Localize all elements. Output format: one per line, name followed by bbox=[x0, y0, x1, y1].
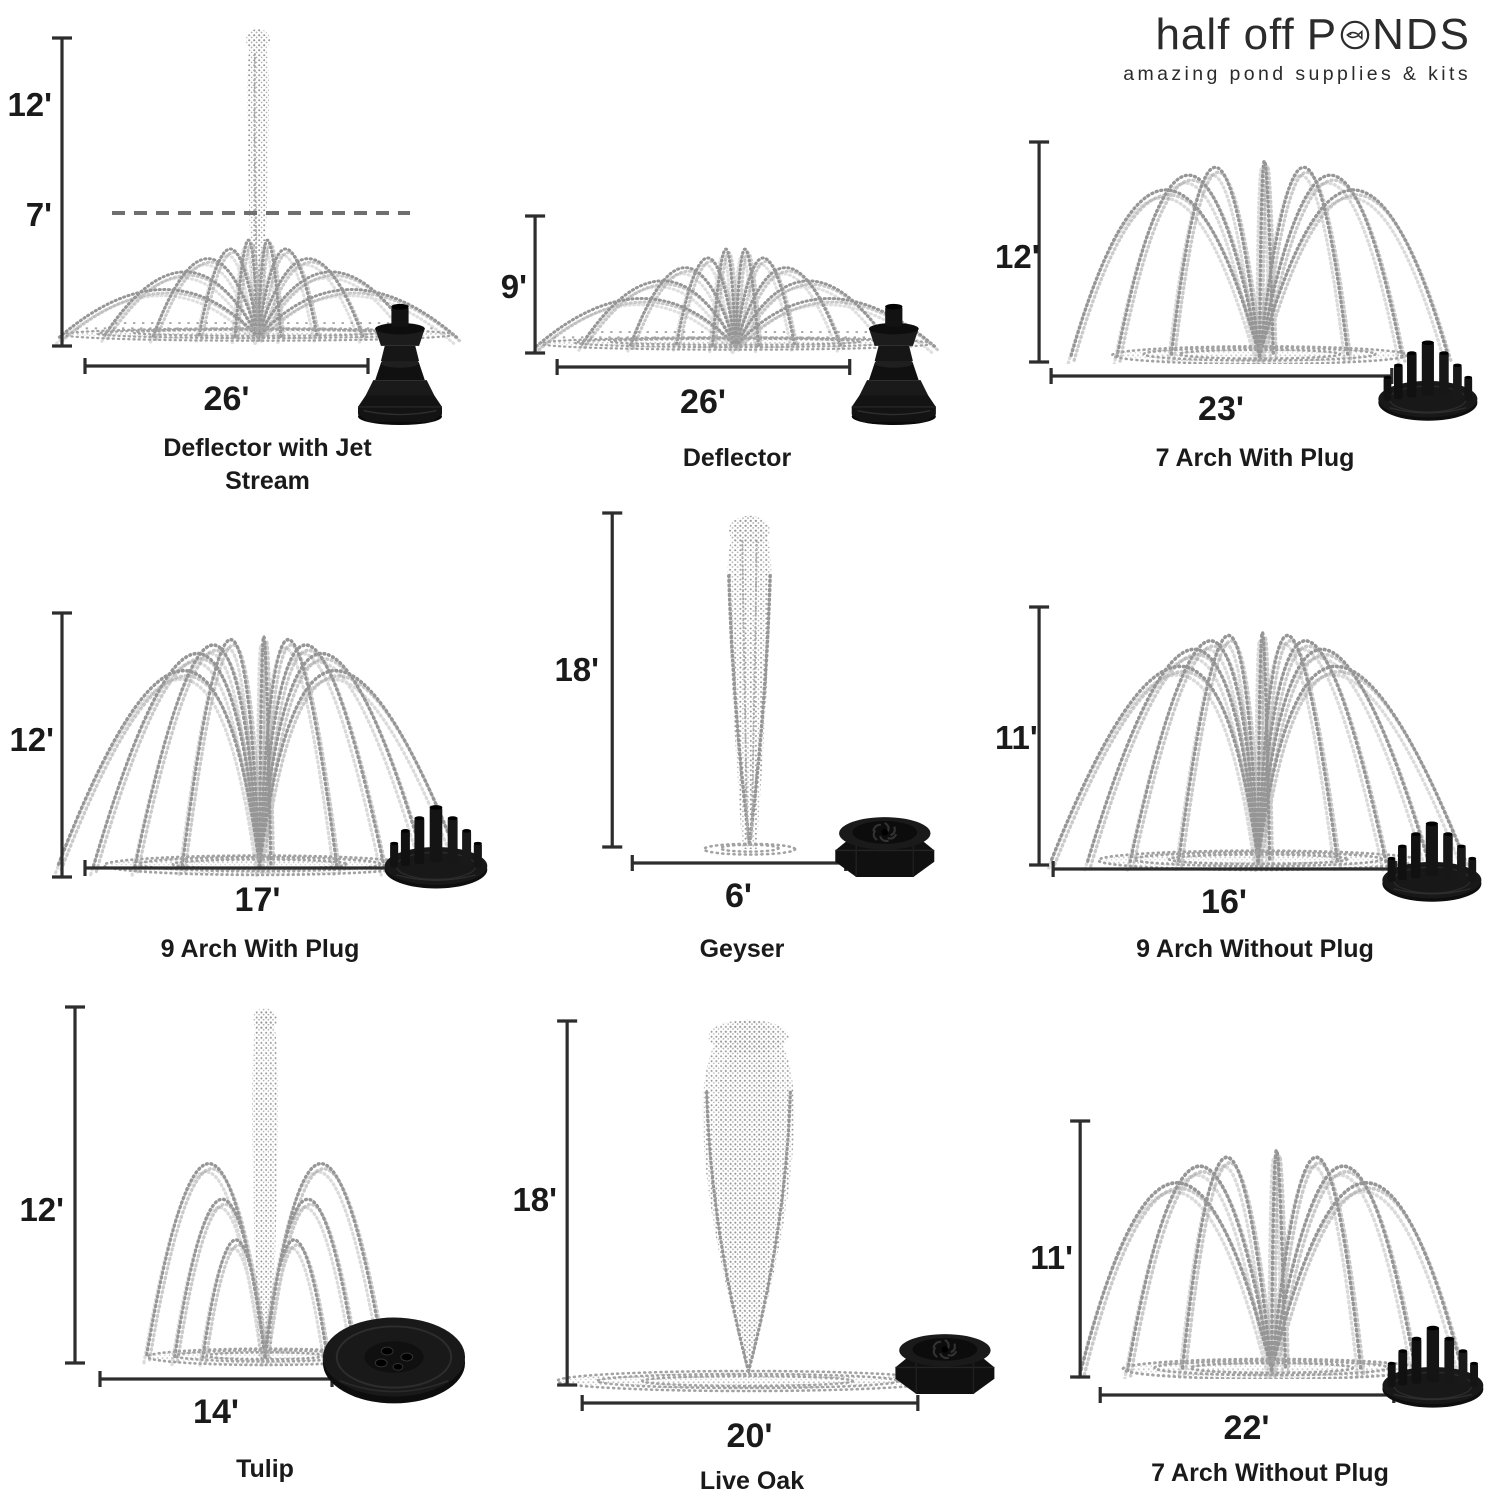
fish-in-o-icon bbox=[1338, 18, 1372, 52]
fountain-name: Live Oak bbox=[699, 1467, 805, 1495]
arch7-spray-diagram bbox=[1070, 1119, 1485, 1409]
spray-pattern bbox=[1048, 632, 1468, 870]
live-oak-spray-diagram bbox=[555, 1018, 995, 1411]
height-label: 18' bbox=[512, 1181, 557, 1218]
width-label: 16' bbox=[1201, 883, 1247, 921]
flat-disc-nozzle-image bbox=[321, 1316, 467, 1405]
width-dimension-line bbox=[555, 359, 852, 375]
width-dimension-line bbox=[98, 1371, 334, 1387]
fountain-name: Deflector bbox=[682, 444, 792, 472]
brand-name-rest: NDS bbox=[1372, 10, 1471, 59]
spray-pattern bbox=[702, 513, 797, 857]
panel-tulip: 12' 14' Tulip bbox=[0, 985, 497, 1500]
mid-height-label: 7' bbox=[25, 196, 52, 233]
height-dimension-line bbox=[52, 36, 72, 348]
height-label: 12' bbox=[7, 86, 52, 123]
ground-mist bbox=[555, 1369, 940, 1393]
arch7-spray-diagram bbox=[1029, 140, 1479, 422]
fountain-name: 9 Arch Without Plug bbox=[1136, 935, 1374, 963]
spray-pattern bbox=[701, 1018, 796, 1379]
deflector-spray-diagram bbox=[525, 214, 995, 426]
panel-9-arch-with-plug: 12' 17' 9 Arch With Plug bbox=[0, 495, 497, 985]
multi-tier-nozzle-image bbox=[383, 804, 489, 890]
brand-tagline: amazing pond supplies & kits bbox=[1123, 63, 1471, 85]
width-dimension-line bbox=[1049, 368, 1394, 384]
height-label: 12' bbox=[995, 238, 1040, 275]
height-dimension-line bbox=[1029, 140, 1050, 364]
width-dimension-line bbox=[580, 1395, 920, 1411]
fountain-name: 7 Arch With Plug bbox=[1155, 444, 1355, 472]
width-label: 14' bbox=[193, 1393, 239, 1431]
width-dimension-line bbox=[1098, 1387, 1396, 1403]
height-label: 11' bbox=[995, 719, 1038, 756]
height-dimension-line bbox=[65, 1005, 85, 1365]
panel-deflector: 9' 26' Deflector bbox=[497, 0, 995, 495]
width-label: 23' bbox=[1198, 390, 1244, 428]
width-dimension-line bbox=[630, 855, 848, 871]
width-label: 20' bbox=[726, 1417, 773, 1455]
panel-7-arch-without-plug: 11' 22' 7 Arch Without Plug bbox=[995, 985, 1493, 1500]
height-dimension-line bbox=[525, 214, 546, 355]
brand-name-p: P bbox=[1306, 10, 1339, 59]
height-dimension-line bbox=[557, 1019, 578, 1387]
height-dimension-line bbox=[1070, 1119, 1091, 1379]
fountain-name: Deflector with Jet Stream bbox=[163, 434, 372, 495]
arch9-spray-diagram bbox=[52, 611, 489, 890]
width-label: 26' bbox=[203, 380, 250, 418]
width-label: 6' bbox=[725, 877, 752, 915]
panel-deflector-with-jet-stream: 12' 7' 26' Deflector with Jet Stream bbox=[0, 0, 497, 495]
spray-pattern bbox=[1078, 1150, 1465, 1379]
octagon-geyser-nozzle-image bbox=[834, 816, 936, 879]
tulip-spray-diagram bbox=[65, 1005, 467, 1405]
arch9-spray-diagram bbox=[1029, 605, 1483, 903]
height-dimension-line bbox=[1029, 605, 1050, 867]
spray-pattern bbox=[144, 1008, 387, 1365]
panel-geyser: 18' 6' Geyser bbox=[497, 495, 995, 985]
height-label: 12' bbox=[9, 721, 54, 758]
fountain-name: Geyser bbox=[699, 935, 785, 963]
height-label: 9' bbox=[500, 268, 527, 305]
width-label: 17' bbox=[234, 881, 281, 919]
panel-9-arch-without-plug: 11' 16' 9 Arch Without Plug bbox=[995, 495, 1493, 985]
deflector-nozzle-image bbox=[357, 303, 443, 426]
brand-name-part1: half off bbox=[1155, 10, 1295, 59]
fountain-name: Tulip bbox=[236, 1455, 294, 1483]
spray-pattern bbox=[1068, 161, 1451, 364]
panel-live-oak: 18' 20' Live Oak bbox=[497, 985, 995, 1500]
fountain-name: 9 Arch With Plug bbox=[160, 935, 360, 963]
geyser-spray-diagram bbox=[602, 511, 936, 879]
deflector-jet-spray-diagram bbox=[52, 28, 497, 426]
width-label: 22' bbox=[1223, 1409, 1270, 1447]
octagon-geyser-nozzle-image bbox=[894, 1333, 995, 1396]
width-label: 26' bbox=[680, 383, 726, 421]
panel-7-arch-with-plug: 12' 23' 7 Arch With Plug bbox=[995, 0, 1493, 495]
fountain-name: 7 Arch Without Plug bbox=[1151, 1459, 1389, 1487]
height-dimension-line bbox=[52, 611, 72, 879]
height-dimension-line bbox=[602, 511, 623, 849]
height-label: 12' bbox=[19, 1191, 64, 1228]
width-dimension-line bbox=[83, 358, 370, 374]
height-label: 18' bbox=[554, 651, 599, 688]
height-label: 11' bbox=[1030, 1239, 1073, 1276]
